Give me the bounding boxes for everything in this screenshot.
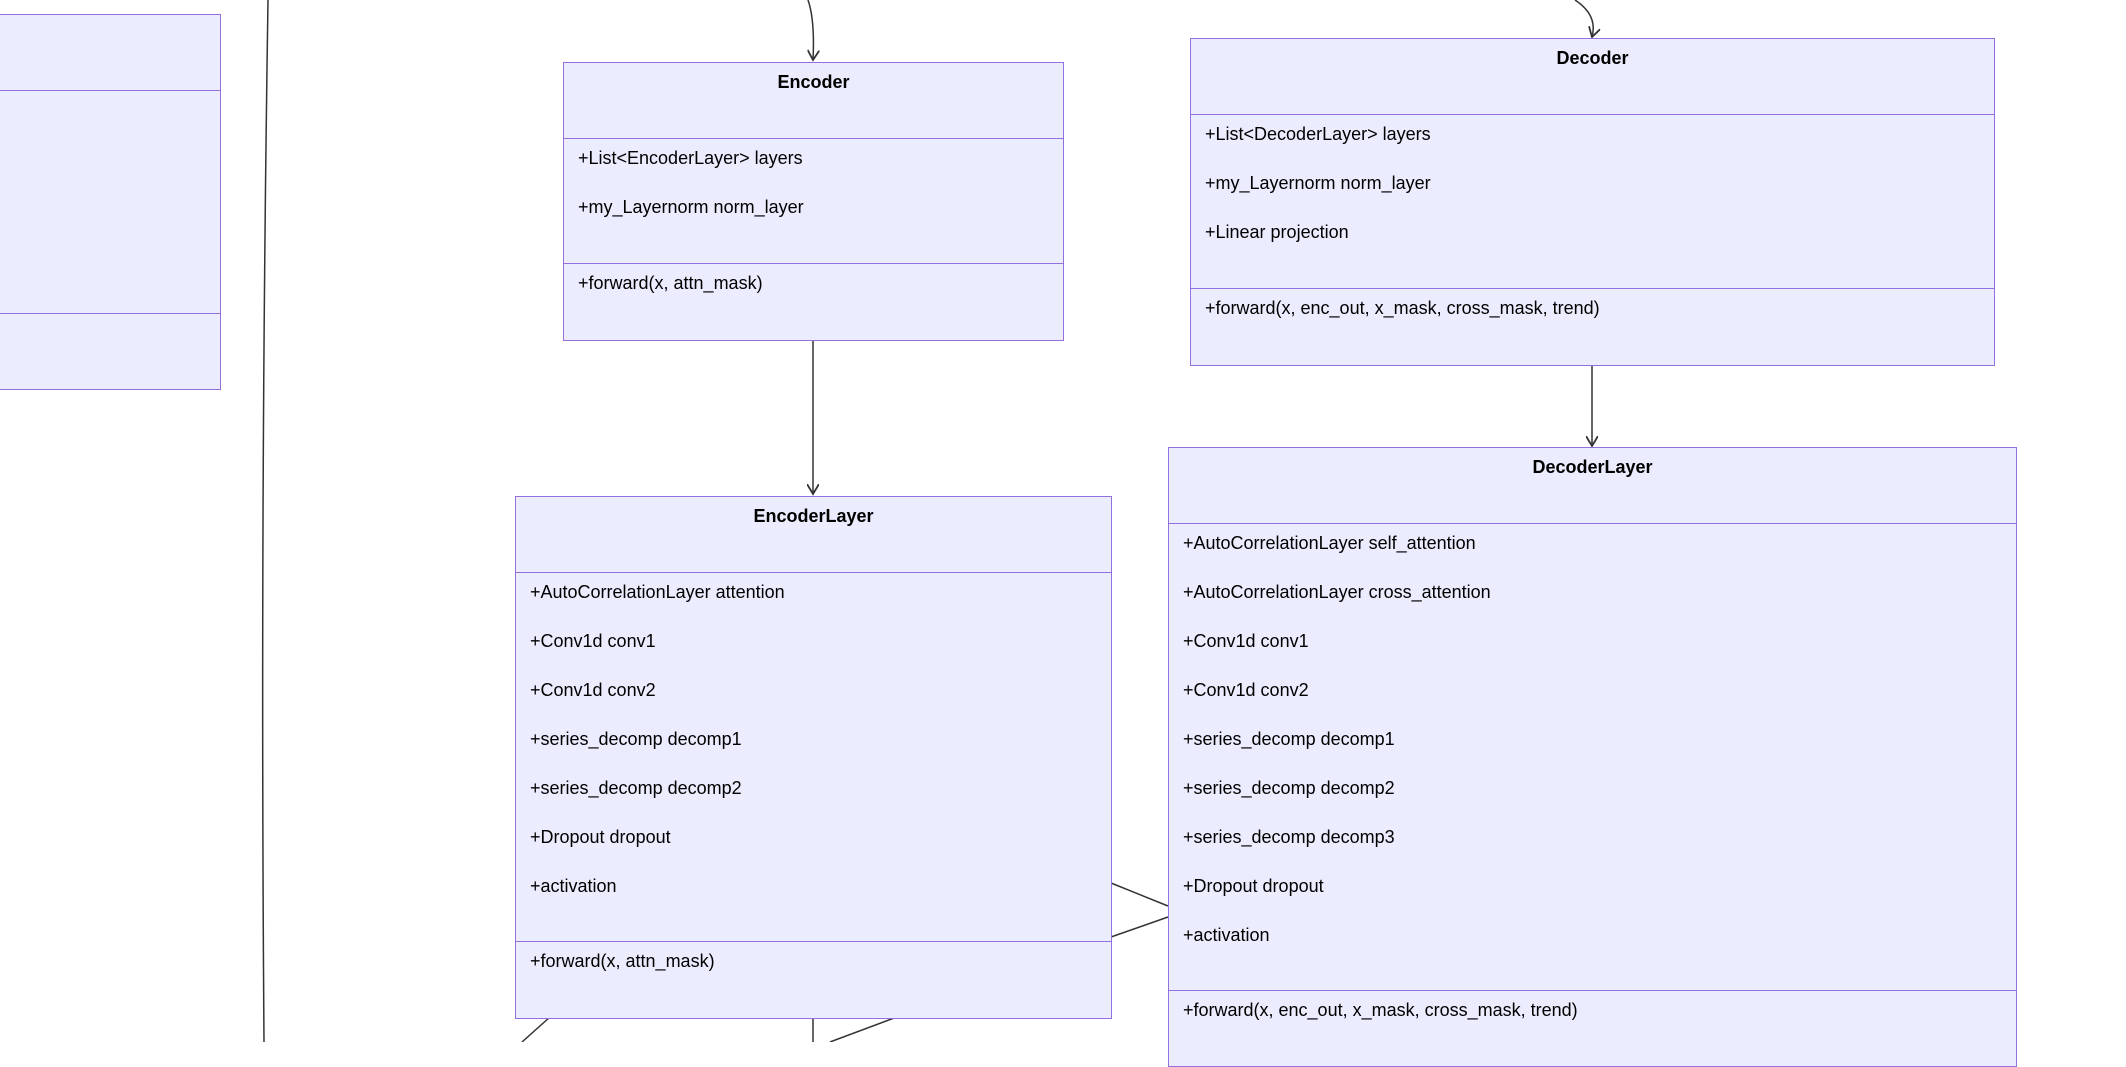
class-title: EncoderLayer	[516, 497, 1111, 573]
class-title: DecoderLayer	[1169, 448, 2016, 524]
class-box-encoder[interactable]: Encoder +List<EncoderLayer> layers +my_L…	[563, 62, 1064, 341]
class-methods: +forward(x, enc_out, x_mask, cross_mask,…	[1169, 991, 2016, 1048]
class-methods	[0, 314, 220, 322]
class-methods: +forward(x, attn_mask)	[516, 942, 1111, 999]
class-method: +forward(x, enc_out, x_mask, cross_mask,…	[1183, 1000, 1578, 1020]
class-attribute: +series_decomp decomp1	[530, 729, 742, 749]
class-title: Decoder	[1191, 39, 1994, 115]
class-attributes: +List<EncoderLayer> layers +my_Layernorm…	[564, 139, 1063, 264]
class-attribute: +Conv1d conv2	[1183, 680, 1309, 700]
edge-into-decoder	[1574, 0, 1593, 37]
class-method: +forward(x, enc_out, x_mask, cross_mask,…	[1205, 298, 1600, 318]
class-attribute: +AutoCorrelationLayer attention	[530, 582, 785, 602]
class-methods: +forward(x, attn_mask)	[564, 264, 1063, 321]
class-title: Encoder	[564, 63, 1063, 139]
class-method: +forward(x, attn_mask)	[530, 951, 715, 971]
edge-into-encoder	[808, 0, 813, 60]
class-attribute: +Linear projection	[1205, 222, 1349, 242]
class-attribute: +activation	[530, 876, 617, 896]
class-attributes: +List<DecoderLayer> layers +my_Layernorm…	[1191, 115, 1994, 289]
class-attribute: +Conv1d conv1	[1183, 631, 1309, 651]
class-attributes: +AutoCorrelationLayer self_attention +Au…	[1169, 524, 2016, 991]
class-box-unlabeled-left[interactable]	[0, 14, 221, 390]
class-methods: +forward(x, enc_out, x_mask, cross_mask,…	[1191, 289, 1994, 346]
class-attribute: +Conv1d conv2	[530, 680, 656, 700]
class-method: +forward(x, attn_mask)	[578, 273, 763, 293]
class-attribute: +AutoCorrelationLayer self_attention	[1183, 533, 1476, 553]
class-box-decoder[interactable]: Decoder +List<DecoderLayer> layers +my_L…	[1190, 38, 1995, 366]
class-attribute: +List<EncoderLayer> layers	[578, 148, 803, 168]
class-box-encoder-layer[interactable]: EncoderLayer +AutoCorrelationLayer atten…	[515, 496, 1112, 1019]
relationship-edges	[261, 0, 2126, 1042]
class-box-decoder-layer[interactable]: DecoderLayer +AutoCorrelationLayer self_…	[1168, 447, 2017, 1067]
class-attributes	[0, 91, 220, 314]
class-attribute: +Dropout dropout	[1183, 876, 1324, 896]
class-attributes: +AutoCorrelationLayer attention +Conv1d …	[516, 573, 1111, 942]
class-attribute: +List<DecoderLayer> layers	[1205, 124, 1431, 144]
class-attribute: +activation	[1183, 925, 1270, 945]
class-attribute: +my_Layernorm norm_layer	[1205, 173, 1431, 193]
edge-encoder-layer-down-left	[521, 1016, 551, 1042]
class-attribute: +AutoCorrelationLayer cross_attention	[1183, 582, 1491, 602]
class-attribute: +series_decomp decomp2	[530, 778, 742, 798]
class-attribute: +series_decomp decomp3	[1183, 827, 1395, 847]
class-attribute: +my_Layernorm norm_layer	[578, 197, 804, 217]
edge-encoder-layer-down-right	[829, 1016, 898, 1042]
edge-cross-link-upper	[1110, 882, 1169, 907]
class-attribute: +Dropout dropout	[530, 827, 671, 847]
edge-left-long-curve	[261, 0, 269, 1042]
class-title	[0, 15, 220, 91]
class-attribute: +series_decomp decomp2	[1183, 778, 1395, 798]
edge-cross-link-lower	[1110, 916, 1169, 938]
class-attribute: +Conv1d conv1	[530, 631, 656, 651]
class-attribute: +series_decomp decomp1	[1183, 729, 1395, 749]
